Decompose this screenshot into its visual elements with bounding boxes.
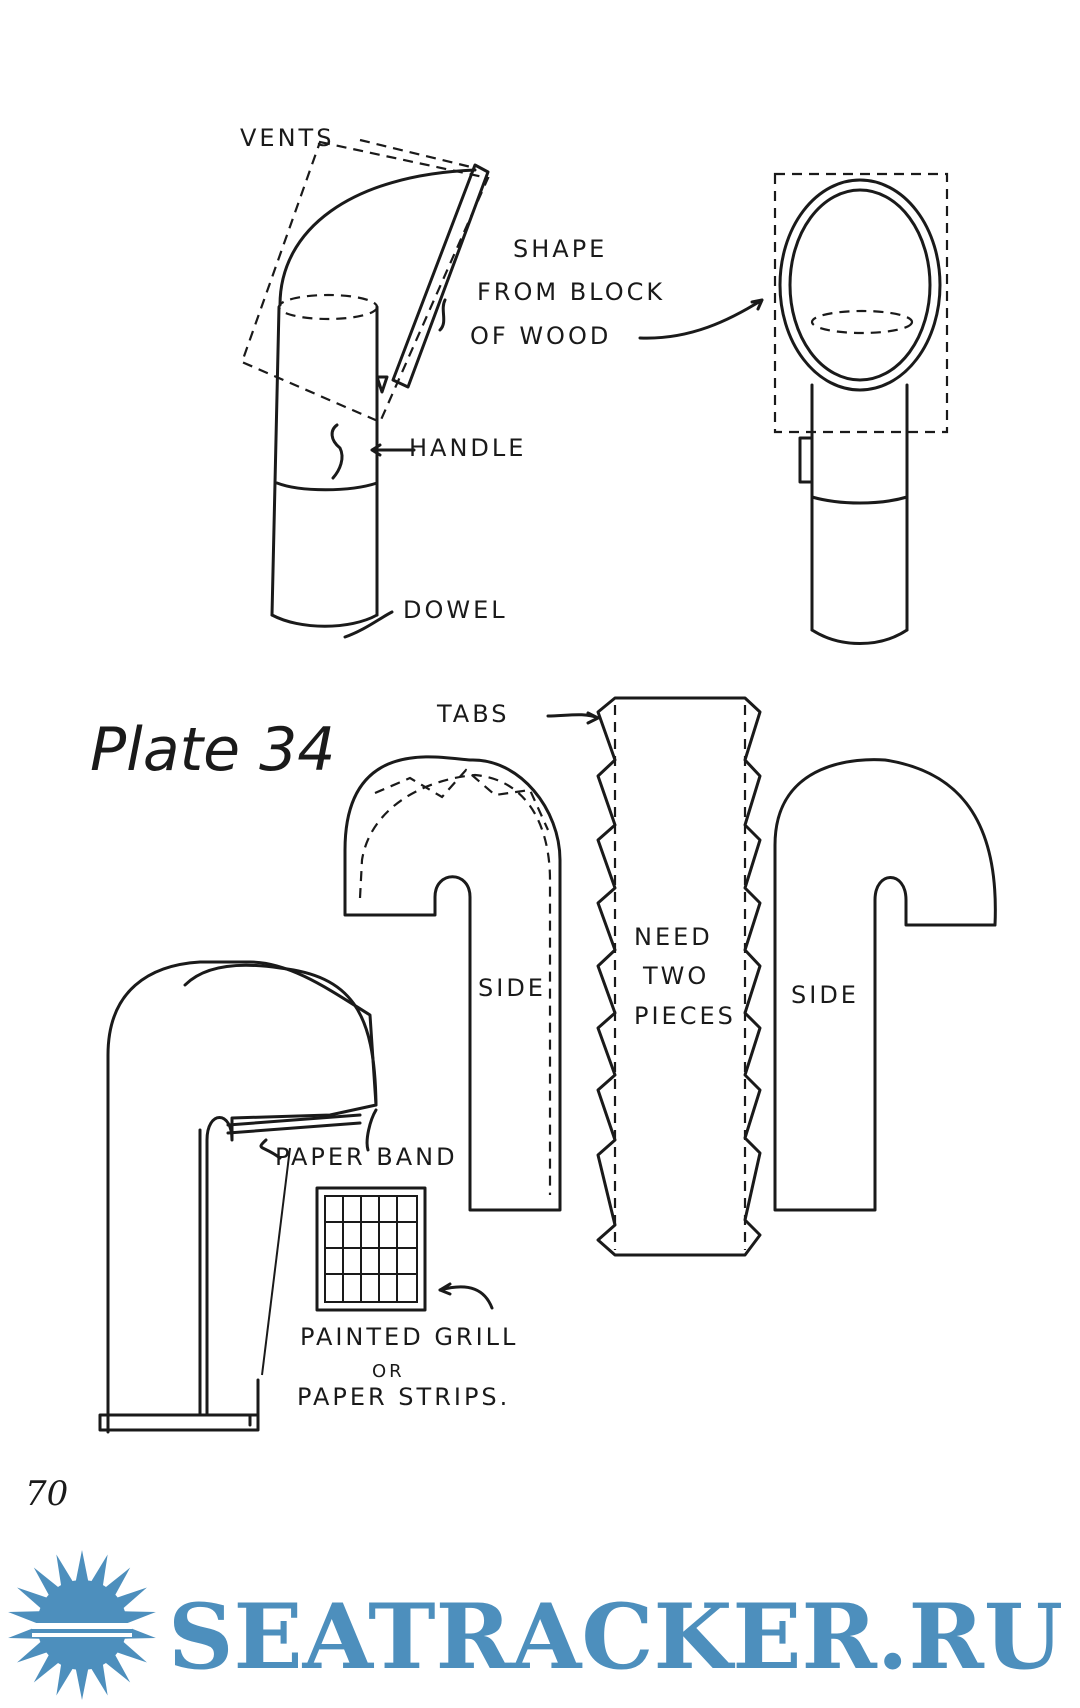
center-strip: [596, 696, 762, 1257]
label-two: TWO: [642, 962, 709, 990]
painted-grill: [315, 1186, 427, 1312]
label-shape-line3: OF WOOD: [470, 322, 611, 350]
assembled-vent: [98, 960, 494, 1434]
label-pieces: PIECES: [634, 1002, 736, 1030]
cylinder-top-front: [810, 309, 914, 335]
cowl-curve: [278, 168, 477, 307]
label-or: OR: [372, 1361, 405, 1382]
label-side-right: SIDE: [791, 981, 859, 1009]
label-vents: VENTS: [240, 124, 334, 152]
shape-arrow: [638, 298, 764, 340]
page-number: 70: [25, 1474, 68, 1514]
cylinder-top: [277, 293, 379, 321]
wood-block-outline-front: [773, 172, 949, 434]
cowl-mouth: [391, 163, 490, 389]
label-side-left: SIDE: [478, 974, 546, 1002]
vent-front-view: [638, 172, 949, 645]
label-shape-line2: FROM BLOCK: [477, 278, 665, 306]
label-need: NEED: [634, 923, 713, 951]
center-strip-template: [546, 696, 762, 1257]
vent-side-view: [240, 140, 490, 639]
label-handle: HANDLE: [409, 434, 526, 462]
vent-base: [98, 1413, 260, 1432]
side-template-left: [343, 755, 562, 1212]
grill-arrow: [438, 1282, 494, 1310]
cowl-mouth-front: [778, 178, 942, 392]
plate-title: Plate 34: [90, 715, 335, 785]
sun-icon: [8, 1550, 156, 1700]
label-tabs: TABS: [436, 700, 510, 728]
tabs-arrow: [546, 711, 600, 725]
side-template-right: [773, 758, 997, 1212]
label-dowel: DOWEL: [403, 596, 508, 624]
label-paper-strips: PAPER STRIPS.: [297, 1383, 510, 1411]
handle-icon: [330, 423, 344, 480]
wood-block-outline-side: [240, 140, 490, 424]
label-shape-line1: SHAPE: [513, 235, 607, 263]
handle-front: [798, 436, 814, 484]
watermark-text: SEATRACKER.RU: [168, 1584, 1063, 1690]
label-painted-grill: PAINTED GRILL: [300, 1323, 518, 1351]
label-paper-band: PAPER BAND: [275, 1143, 458, 1171]
